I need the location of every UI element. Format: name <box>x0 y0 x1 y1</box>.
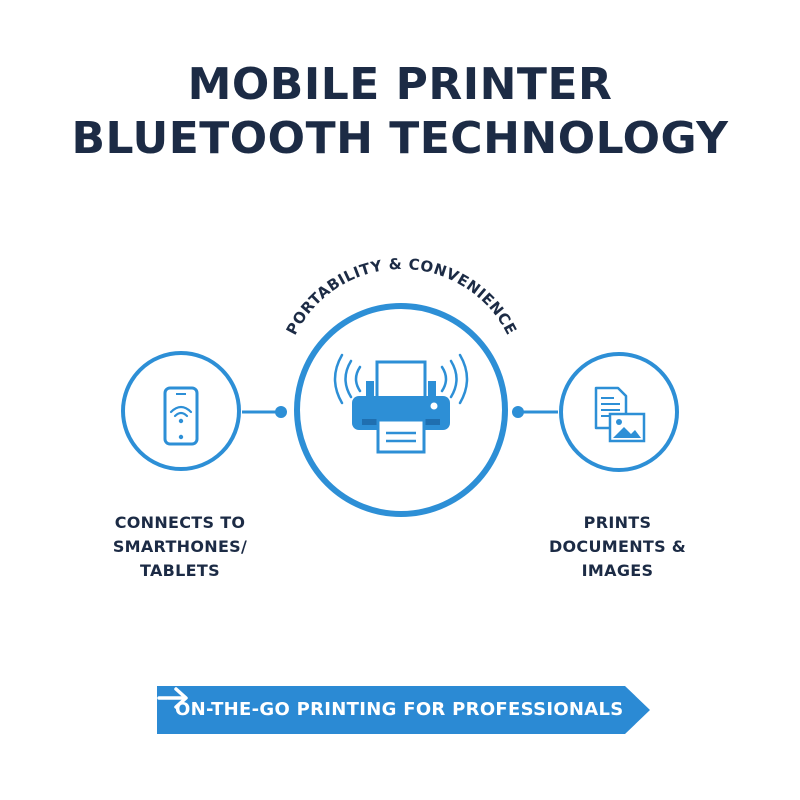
connector-left-dot <box>275 406 287 418</box>
left-caption: CONNECTS TO SMARTHONES/ TABLETS <box>85 511 275 583</box>
left-circle <box>121 351 241 471</box>
page-title: MOBILE PRINTER BLUETOOTH TECHNOLOGY <box>0 58 800 166</box>
title-line-2: BLUETOOTH TECHNOLOGY <box>71 113 729 164</box>
right-caption: PRINTS DOCUMENTS & IMAGES <box>535 511 700 583</box>
banner-text: ON-THE-GO PRINTING FOR PROFESSIONALS <box>175 699 624 720</box>
left-caption-line-2: SMARTHONES/ <box>112 537 248 556</box>
smartphone-wifi-icon <box>163 386 199 446</box>
printer-icon <box>333 353 469 454</box>
left-caption-line-1: CONNECTS TO <box>114 513 246 532</box>
arrow-right-icon <box>157 687 188 709</box>
right-caption-line-3: IMAGES <box>581 561 654 580</box>
connector-right-dot <box>512 406 524 418</box>
cta-banner: ON-THE-GO PRINTING FOR PROFESSIONALS <box>157 686 650 734</box>
title-line-1: MOBILE PRINTER <box>187 59 613 110</box>
document-image-icon <box>594 386 646 443</box>
right-caption-line-2: DOCUMENTS & <box>548 537 687 556</box>
right-caption-line-1: PRINTS <box>583 513 652 532</box>
left-caption-line-3: TABLETS <box>140 561 220 580</box>
banner-shape <box>157 686 650 734</box>
